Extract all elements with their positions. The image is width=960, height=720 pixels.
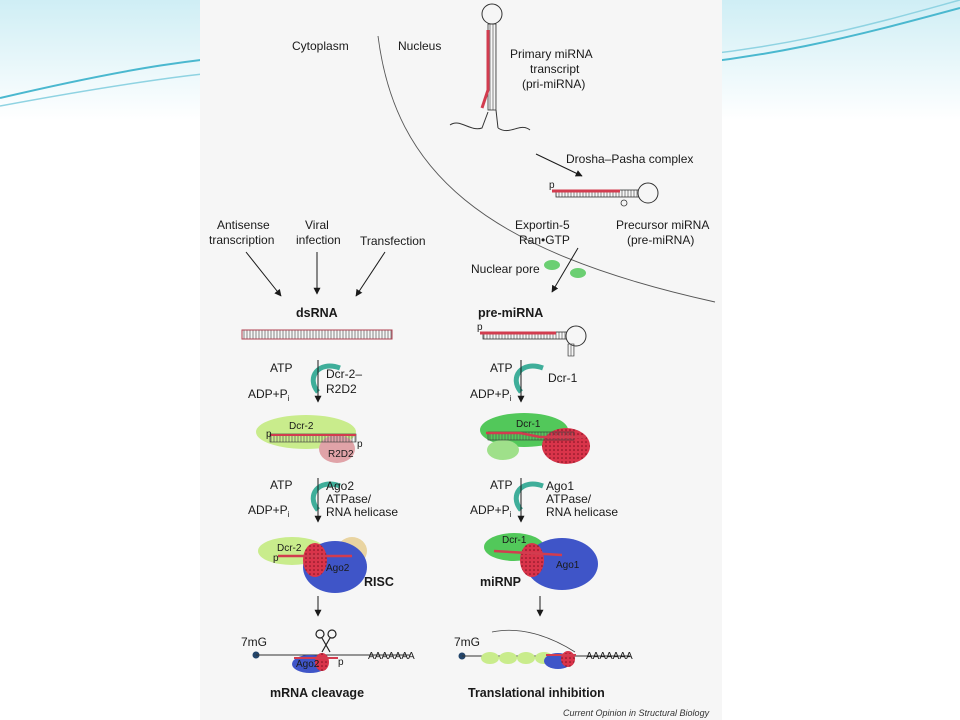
viral-label-2: infection <box>296 233 341 247</box>
scissors-icon <box>315 629 337 653</box>
translational-inhibition-label: Translational inhibition <box>468 686 605 700</box>
pre-mirna-cytoplasmic: p <box>477 322 587 357</box>
pri-mirna-label-1: Primary miRNA <box>510 47 593 61</box>
drosha-arrow <box>535 153 583 177</box>
nuclear-envelope <box>377 35 716 303</box>
dicing-step-left <box>310 360 341 403</box>
cap-label-1: 7mG <box>241 635 267 649</box>
precursor-label-2: (pre-miRNA) <box>627 233 694 247</box>
figure-credit: Current Opinion in Structural Biology <box>563 708 710 718</box>
svg-text:p: p <box>273 553 279 564</box>
svg-text:Dcr-2: Dcr-2 <box>277 543 302 554</box>
dcr1-label: Dcr-1 <box>548 371 578 385</box>
antisense-label-1: Antisense <box>217 218 270 232</box>
transfection-arrow <box>355 251 386 297</box>
viral-label-1: Viral <box>305 218 329 232</box>
figure-panel <box>200 0 722 720</box>
pri-mirna-label-3: (pri-miRNA) <box>522 77 585 91</box>
svg-text:Dcr-2: Dcr-2 <box>289 421 314 432</box>
nuclear-pore-label: Nuclear pore <box>471 262 540 276</box>
dicing-step-right <box>513 360 544 403</box>
adp-label-3: ADP+Pi <box>248 503 290 519</box>
svg-text:p: p <box>357 439 363 450</box>
cap-label-2: 7mG <box>454 635 480 649</box>
risc-complex: Dcr-2 p Ago2 <box>258 537 367 593</box>
atp-label-1: ATP <box>270 361 292 375</box>
transfection-label: Transfection <box>360 234 426 248</box>
svg-text:Dcr-1: Dcr-1 <box>502 535 527 546</box>
atpase-label-2: ATPase/ <box>546 492 592 506</box>
ago2-step-label: Ago2 <box>326 479 354 493</box>
precursor-label-1: Precursor miRNA <box>616 218 709 232</box>
antisense-label-2: transcription <box>209 233 274 247</box>
atp-label-2: ATP <box>490 361 512 375</box>
cytoplasm-label: Cytoplasm <box>292 39 349 53</box>
export-arrow <box>551 247 579 293</box>
svg-text:p: p <box>549 180 555 191</box>
exportin-label-2: Ran•GTP <box>519 233 570 247</box>
mrna-cleavage-label: mRNA cleavage <box>270 686 364 700</box>
atp-label-3: ATP <box>270 478 292 492</box>
adp-label-4: ADP+Pi <box>470 503 512 519</box>
atp-label-4: ATP <box>490 478 512 492</box>
mrna-cleavage-illustration: Ago2 p <box>252 629 410 673</box>
svg-text:p: p <box>266 429 272 440</box>
svg-text:p: p <box>338 657 344 668</box>
pre-mirna-nuclear: p <box>549 180 659 207</box>
nuclear-pore <box>544 260 586 278</box>
mirnp-label: miRNP <box>480 575 521 589</box>
dsrna-duplex <box>241 329 393 340</box>
helicase-label-1: RNA helicase <box>326 505 398 519</box>
polya-label-2: AAAAAAA <box>586 651 633 662</box>
dcr1-complex: Dcr-1 <box>480 413 590 464</box>
unwinding-step-right <box>513 478 544 523</box>
helicase-label-2: RNA helicase <box>546 505 618 519</box>
dcr2-r2d2-label-2: R2D2 <box>326 382 357 396</box>
svg-text:Ago2: Ago2 <box>296 659 320 670</box>
adp-label-2: ADP+Pi <box>470 387 512 403</box>
exportin-label-1: Exportin-5 <box>515 218 570 232</box>
dsrna-label: dsRNA <box>296 306 338 320</box>
ago1-step-label: Ago1 <box>546 479 574 493</box>
atpase-label-1: ATPase/ <box>326 492 372 506</box>
svg-text:Dcr-1: Dcr-1 <box>516 419 541 430</box>
dcr2-r2d2-complex: Dcr-2 R2D2 p p <box>256 415 363 463</box>
translational-inhibition-illustration <box>458 629 630 669</box>
risc-label: RISC <box>364 575 394 589</box>
antisense-arrow <box>245 251 282 297</box>
pri-mirna-hairpin <box>449 3 531 132</box>
drosha-label: Drosha–Pasha complex <box>566 152 693 166</box>
pre-mirna-label: pre-miRNA <box>478 306 543 320</box>
svg-text:R2D2: R2D2 <box>328 449 354 460</box>
svg-text:Ago1: Ago1 <box>556 560 580 571</box>
unwinding-step-left <box>310 478 341 523</box>
dcr2-r2d2-label-1: Dcr-2– <box>326 367 362 381</box>
svg-text:Ago2: Ago2 <box>326 563 350 574</box>
adp-label-1: ADP+Pi <box>248 387 290 403</box>
polya-label-1: AAAAAAA <box>368 651 415 662</box>
pri-mirna-label-2: transcript <box>530 62 580 76</box>
mirnp-complex: Dcr-1 Ago1 <box>484 533 598 590</box>
svg-text:p: p <box>477 322 483 333</box>
nucleus-label: Nucleus <box>398 39 441 53</box>
